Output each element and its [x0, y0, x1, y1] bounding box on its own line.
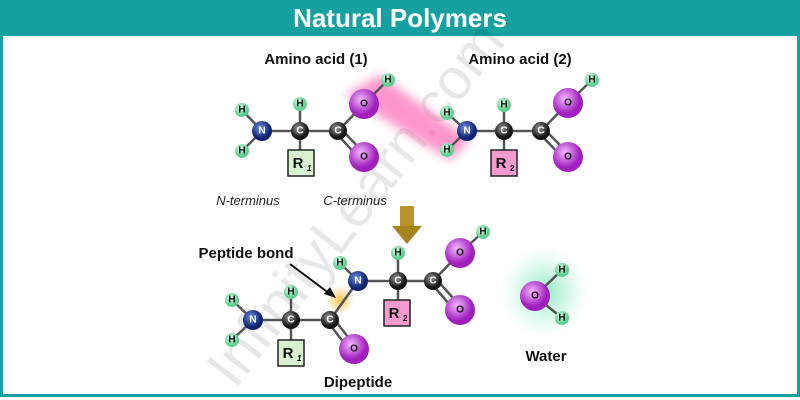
carbon-symbol: C: [429, 276, 436, 287]
r1-label: R: [293, 155, 304, 172]
oxygen-atom: [349, 142, 379, 172]
amino-acid-1-label: Amino acid (1): [264, 51, 367, 68]
oxygen-atom: [520, 281, 550, 311]
page-title: Natural Polymers: [0, 0, 800, 36]
carbon-symbol: C: [326, 315, 333, 326]
nitrogen-symbol: N: [354, 276, 361, 287]
carbon-symbol: C: [296, 126, 303, 137]
r1-label: R: [283, 345, 294, 362]
r2-subscript: 2: [403, 314, 408, 323]
oxygen-atom: [445, 295, 475, 325]
oxygen-atom: [349, 89, 379, 119]
hydrogen-symbol: H: [228, 335, 235, 346]
r2-label: R: [389, 305, 400, 322]
hydrogen-atom: [333, 256, 347, 270]
hydrogen-symbol: H: [238, 105, 245, 116]
oxygen-symbol: O: [456, 305, 464, 316]
peptide-bond-pointer-icon: [289, 263, 336, 298]
carbon-atom: [424, 272, 442, 290]
carbon-atom: [389, 272, 407, 290]
hydrogen-atom: [284, 285, 298, 299]
oxygen-atom: [339, 334, 369, 364]
hydrogen-atom: [293, 97, 307, 111]
carbon-symbol: C: [334, 126, 341, 137]
hydrogen-atom: [555, 263, 569, 277]
hydrogen-symbol: H: [394, 248, 401, 259]
hydrogen-symbol: H: [384, 75, 391, 86]
hydrogen-atom: [391, 246, 405, 260]
oxygen-symbol: O: [564, 98, 572, 109]
carbon-symbol: C: [394, 276, 401, 287]
hydrogen-symbol: H: [443, 108, 450, 119]
hydrogen-atom: [225, 293, 239, 307]
hydrogen-symbol: H: [558, 265, 565, 276]
dipeptide-label: Dipeptide: [324, 374, 392, 391]
oxygen-atom: [445, 238, 475, 268]
carbon-atom: [291, 122, 309, 140]
nitrogen-atom: [243, 310, 263, 330]
hydrogen-atom: [585, 73, 599, 87]
carbon-symbol: C: [500, 126, 507, 137]
oxygen-atom: [553, 142, 583, 172]
hydrogen-atom: [476, 225, 490, 239]
hydrogen-atom: [381, 73, 395, 87]
nitrogen-symbol: N: [463, 126, 470, 137]
r2-group-top: R 2: [490, 149, 518, 177]
peptide-bond-label: Peptide bond: [199, 245, 294, 262]
hydrogen-atom: [440, 106, 454, 120]
carbon-atom: [321, 311, 339, 329]
hydrogen-atom: [555, 311, 569, 325]
oxygen-symbol: O: [350, 344, 358, 355]
n-terminus-label: N-terminus: [216, 193, 280, 208]
hydrogen-atom: [235, 103, 249, 117]
hydrogen-symbol: H: [558, 313, 565, 324]
hydrogen-atom: [225, 333, 239, 347]
nitrogen-atom: [252, 121, 272, 141]
hydrogen-atom: [235, 144, 249, 158]
hydrogen-symbol: H: [228, 295, 235, 306]
r2-group-bottom: R 2: [383, 299, 411, 327]
hydrogen-symbol: H: [479, 227, 486, 238]
oxygen-symbol: O: [564, 152, 572, 163]
oxygen-symbol: O: [531, 291, 539, 302]
hydrogen-symbol: H: [443, 145, 450, 156]
hydrogen-symbol: H: [588, 75, 595, 86]
carbon-atom: [532, 122, 550, 140]
r2-subscript: 2: [510, 164, 515, 173]
hydrogen-symbol: H: [287, 287, 294, 298]
r1-subscript: 1: [307, 164, 312, 173]
r1-group-bottom: R 1: [277, 339, 305, 367]
carbon-atom: [282, 311, 300, 329]
oxygen-atom: [553, 88, 583, 118]
amino-acid-2-label: Amino acid (2): [468, 51, 571, 68]
nitrogen-symbol: N: [258, 126, 265, 137]
oxygen-symbol: O: [360, 99, 368, 110]
hydrogen-symbol: H: [500, 100, 507, 111]
carbon-atom: [329, 122, 347, 140]
hydrogen-symbol: H: [238, 146, 245, 157]
hydrogen-atom: [440, 143, 454, 157]
hydrogen-symbol: H: [296, 99, 303, 110]
nitrogen-atom: [348, 271, 368, 291]
r1-group-top: R 1: [287, 149, 315, 177]
carbon-atom: [495, 122, 513, 140]
carbon-symbol: C: [287, 315, 294, 326]
hydrogen-atom: [497, 98, 511, 112]
oxygen-symbol: O: [360, 152, 368, 163]
water-label: Water: [525, 348, 566, 365]
hydrogen-symbol: H: [336, 258, 343, 269]
carbon-symbol: C: [537, 126, 544, 137]
r2-label: R: [496, 155, 507, 172]
reaction-arrow-icon: [392, 206, 422, 244]
oxygen-symbol: O: [456, 248, 464, 259]
r1-subscript: 1: [297, 354, 302, 363]
nitrogen-atom: [457, 121, 477, 141]
c-terminus-label: C-terminus: [323, 193, 387, 208]
nitrogen-symbol: N: [249, 315, 256, 326]
